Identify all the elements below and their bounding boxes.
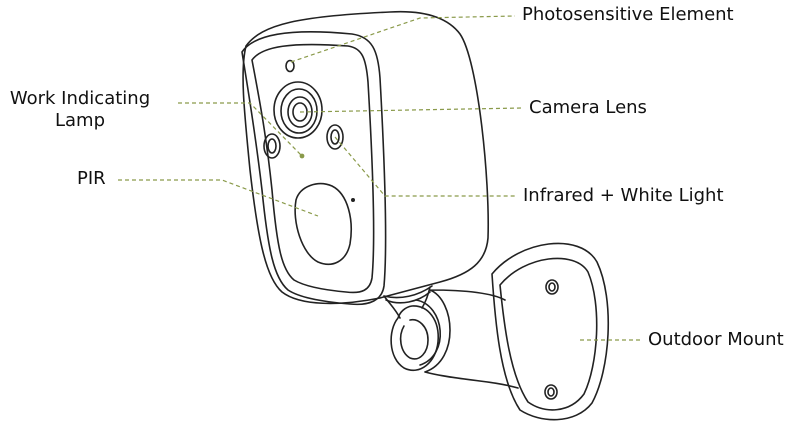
ir-led-left-inner xyxy=(267,138,277,154)
leader-infrared xyxy=(334,136,516,197)
camera-lens-outer xyxy=(273,81,323,139)
work-indicating-lamp xyxy=(299,153,305,159)
mount-plate-outer xyxy=(491,242,610,421)
leader-photosensitive xyxy=(290,15,516,63)
ir-led-right xyxy=(326,124,344,150)
leader-work-lamp xyxy=(178,102,303,157)
microphone-hole xyxy=(351,198,355,202)
ir-led-right-inner xyxy=(330,129,340,145)
camera-lens-ring xyxy=(280,88,318,134)
mount-screw-hole-top-inner xyxy=(548,282,556,292)
leader-camera-lens xyxy=(299,107,523,113)
ball-joint xyxy=(390,305,439,371)
label-pir: PIR xyxy=(77,168,106,189)
ir-led-left xyxy=(263,133,281,159)
label-photosensitive-element: Photosensitive Element xyxy=(522,4,734,25)
label-work-line2: Lamp xyxy=(54,110,106,131)
pir-sensor xyxy=(294,182,352,266)
mount-plate-rim xyxy=(499,257,598,411)
mount-arm xyxy=(424,289,519,389)
camera-lens-center xyxy=(292,102,308,122)
mount-screw-hole-top xyxy=(545,279,559,295)
camera-front-face xyxy=(251,43,375,294)
camera-lens-glass xyxy=(287,96,313,128)
camera-front-bezel xyxy=(241,30,387,306)
photosensitive-element xyxy=(285,59,295,73)
label-camera-lens: Camera Lens xyxy=(529,97,647,118)
label-work-line1: Work Indicating xyxy=(9,88,151,109)
label-infrared-white-light: Infrared + White Light xyxy=(523,185,724,206)
mount-screw-hole-bottom-inner xyxy=(547,387,555,397)
mount-screw-hole-bottom xyxy=(544,384,558,400)
camera-body-shell xyxy=(242,10,490,305)
neck-collar xyxy=(385,291,431,304)
ball-joint-inner xyxy=(399,318,429,360)
label-work-indicating-lamp: Work Indicating Lamp xyxy=(0,88,160,132)
mount-arm-edge xyxy=(415,299,442,366)
camera-neck xyxy=(383,285,433,319)
label-outdoor-mount: Outdoor Mount xyxy=(648,329,784,350)
leader-pir xyxy=(118,179,319,217)
